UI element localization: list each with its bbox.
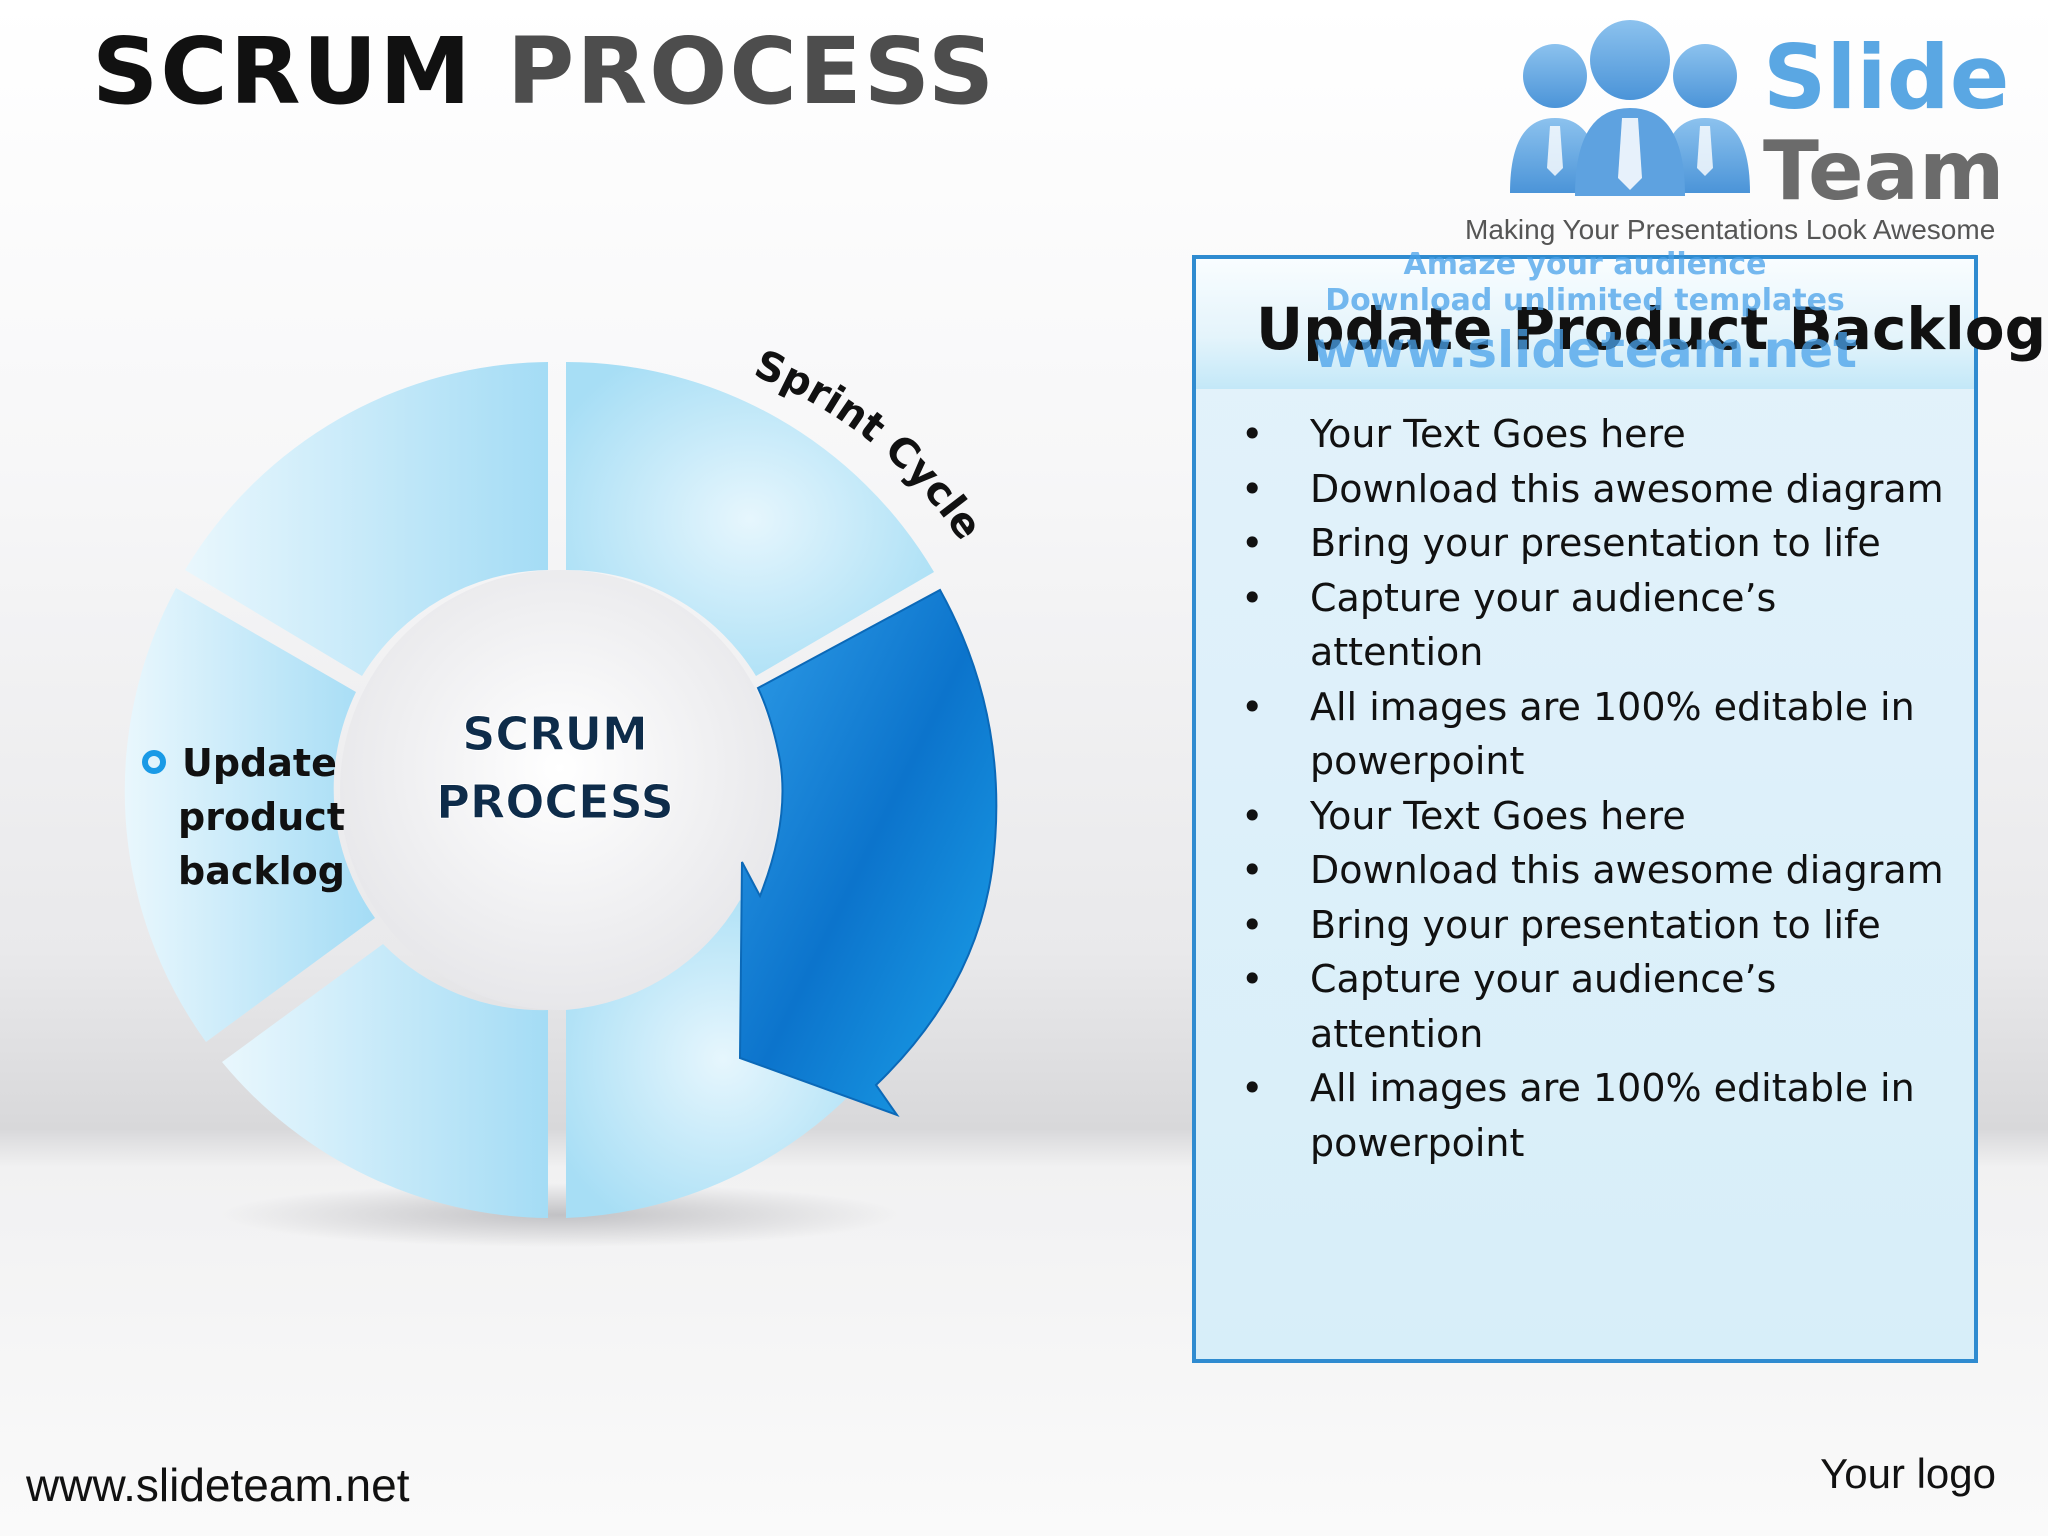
bullet-item: Your Text Goes here: [1236, 407, 1954, 462]
title-word-scrum: SCRUM: [92, 18, 473, 125]
bullet-item: Download this awesome diagram: [1236, 462, 1954, 517]
logo-wordmark-slide: Slide: [1763, 26, 2010, 129]
bullet-item: Capture your audience’s attention: [1236, 571, 1954, 680]
center-disc: [340, 570, 780, 1010]
text-panel: Update Product Backlog Amaze your audien…: [1192, 247, 2046, 1363]
diagram-shadow: [220, 1183, 900, 1247]
slide-title: SCRUM PROCESS: [92, 18, 996, 125]
people-logo-icon: [1510, 20, 1750, 196]
footer-website-url: www.slideteam.net: [26, 1459, 410, 1511]
watermark-line3: www.slideteam.net: [1312, 321, 1858, 379]
bullet-item: All images are 100% editable in powerpoi…: [1236, 1061, 1954, 1170]
panel-title: Update Product Backlog: [1256, 295, 2047, 363]
cycle-segment-left: [124, 588, 375, 1042]
segment-label-marker-icon: [142, 750, 166, 774]
center-label-line2: PROCESS: [436, 775, 674, 829]
cycle-segment-top-right: [566, 362, 934, 676]
cycle-segment-top-left: [185, 362, 548, 676]
panel-header: Update Product Backlog Amaze your audien…: [1196, 247, 2046, 389]
center-label-line1: SCRUM: [462, 707, 647, 761]
scrum-cycle-diagram: Sprint Cycle SCRUM PROCESS Update produc…: [124, 341, 998, 1247]
bullet-item: Capture your audience’s attention: [1236, 952, 1954, 1061]
title-word-process: PROCESS: [506, 18, 997, 125]
bullet-item: All images are 100% editable in powerpoi…: [1236, 680, 1954, 789]
watermark-line1: Amaze your audience: [1403, 247, 1767, 282]
slideteam-logo: Slide Team Making Your Presentations Loo…: [1465, 18, 2025, 258]
segment-label-line2: product: [178, 795, 345, 839]
logo-wordmark-team: Team: [1763, 124, 2005, 219]
watermark-line2: Download unlimited templates: [1325, 283, 1845, 318]
footer-logo-placeholder: Your logo: [1820, 1450, 1996, 1497]
bullet-item: Bring your presentation to life: [1236, 516, 1954, 571]
segment-label-line1: Update: [182, 741, 337, 785]
bullet-item: Bring your presentation to life: [1236, 898, 1954, 953]
sprint-cycle-arrow: [738, 588, 998, 1118]
cycle-segment-bottom-left: [222, 944, 548, 1218]
bullet-item: Download this awesome diagram: [1236, 843, 1954, 898]
bullet-item: Your Text Goes here: [1236, 789, 1954, 844]
segment-label-line3: backlog: [178, 849, 345, 893]
logo-tagline: Making Your Presentations Look Awesome: [1465, 214, 1996, 245]
bullet-list: Your Text Goes here Download this awesom…: [1236, 407, 1954, 1170]
